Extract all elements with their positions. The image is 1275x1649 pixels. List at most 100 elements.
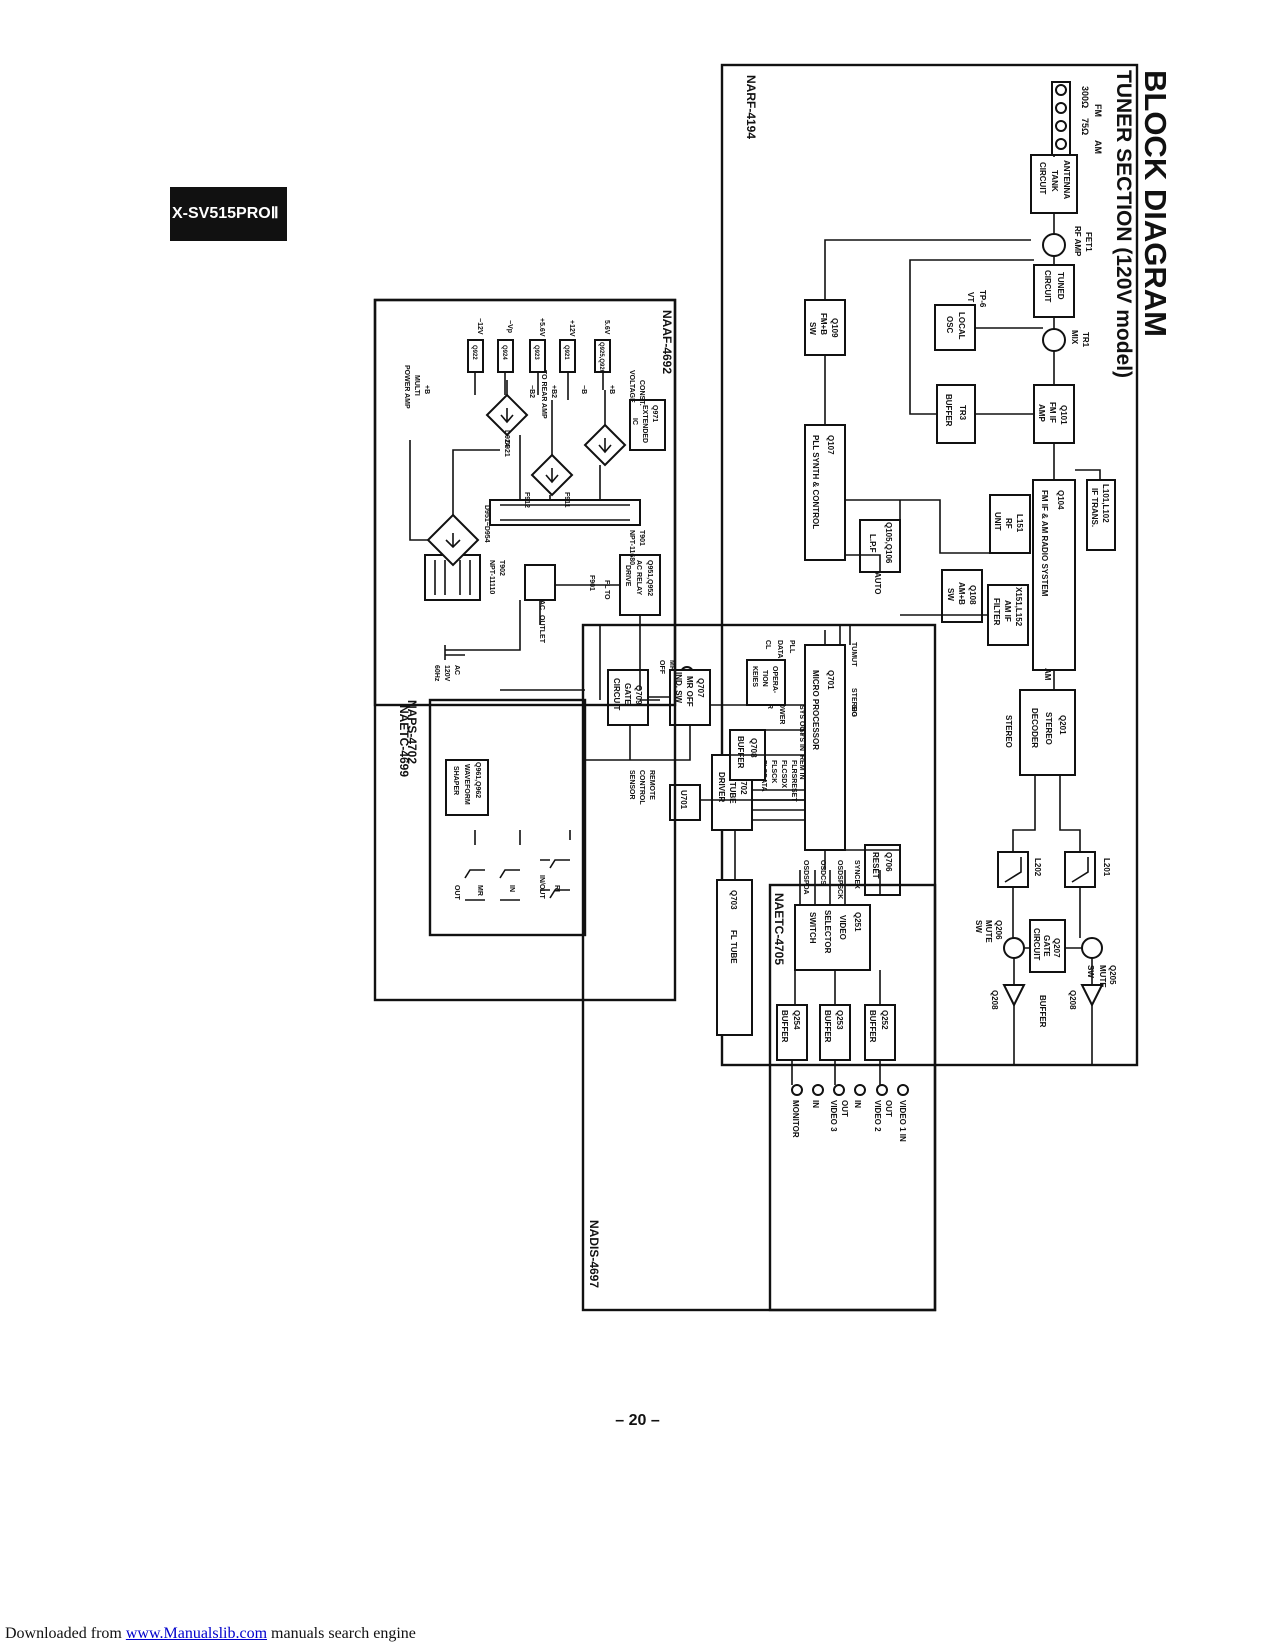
svg-text:FET1: FET1: [1084, 232, 1093, 252]
svg-text:MUTE: MUTE: [1098, 965, 1107, 988]
svg-text:TO REAR AMP: TO REAR AMP: [540, 370, 547, 419]
nadis-label: NADIS-4697: [587, 1220, 601, 1288]
fm-if-amp-block: Q101 FM IF AMP: [1033, 384, 1075, 444]
svg-text:Q951,Q952: Q951,Q952: [646, 560, 653, 596]
svg-text:+B2: +B2: [550, 385, 557, 398]
nadis-frame: [581, 623, 937, 1312]
svg-text:OUT: OUT: [453, 885, 460, 901]
svg-text:KEIES: KEIES: [751, 666, 758, 687]
svg-text:−B2: −B2: [528, 385, 535, 398]
naaf-label: NAAF-4692: [660, 310, 674, 374]
svg-text:L101,L102: L101,L102: [1101, 484, 1110, 523]
svg-text:SYS IN: SYS IN: [798, 728, 805, 751]
mute-sw-q206: [1003, 937, 1025, 959]
svg-text:AC RELAY: AC RELAY: [635, 560, 642, 595]
regulator-bank: Q925,Q926 Q921 Q923 Q924 Q922: [467, 339, 611, 374]
bridge-rectifier-1: [583, 423, 627, 467]
svg-text:BUFFER: BUFFER: [1038, 995, 1047, 1028]
video-connectors: [791, 1084, 909, 1096]
l201-filter: L201: [1064, 851, 1111, 888]
antenna-tank-block: ANTENNA TANK CIRCUIT: [1030, 154, 1078, 214]
svg-text:FLSCK: FLSCK: [770, 760, 777, 783]
svg-text:Q107: Q107: [826, 435, 835, 455]
tuned-circuit-block: TUNED CIRCUIT: [1033, 264, 1075, 318]
svg-text:MULTI: MULTI: [413, 375, 420, 396]
svg-text:OUT: OUT: [840, 1100, 849, 1117]
svg-text:Q924: Q924: [501, 345, 507, 360]
svg-text:D924: D924: [503, 430, 510, 447]
fl-tube-block: Q703 FL TUBE: [716, 879, 753, 1036]
bridge-rectifier-d951: [426, 513, 480, 567]
svg-text:TUNED: TUNED: [1056, 272, 1065, 300]
svg-text:SHAPER: SHAPER: [452, 766, 459, 795]
svg-text:U701: U701: [679, 790, 688, 810]
svg-text:REM IN: REM IN: [798, 755, 805, 780]
svg-text:CONTROL: CONTROL: [638, 770, 645, 805]
svg-text:TO: TO: [603, 590, 610, 600]
svg-text:Q207: Q207: [1052, 938, 1061, 958]
tuner-wiring: [824, 155, 1101, 1065]
svg-text:TION: TION: [761, 670, 768, 687]
svg-text:AUTO: AUTO: [873, 572, 882, 595]
svg-text:CONST.: CONST.: [638, 380, 645, 406]
svg-text:X151,L152: X151,L152: [1014, 587, 1023, 627]
svg-text:DRIVER: DRIVER: [717, 772, 726, 802]
micro-processor-block: Q701 MICRO PROCESSOR: [804, 644, 846, 851]
svg-text:MONITOR: MONITOR: [791, 1100, 800, 1138]
svg-text:Q971: Q971: [651, 405, 658, 422]
svg-text:STEREO: STEREO: [1004, 715, 1013, 748]
svg-text:IF TRANS.: IF TRANS.: [1090, 488, 1099, 527]
svg-text:VIDEO 3: VIDEO 3: [829, 1100, 838, 1132]
svg-text:L202: L202: [1033, 858, 1042, 877]
svg-text:TANK: TANK: [1050, 170, 1059, 192]
svg-text:UNIT: UNIT: [993, 512, 1002, 531]
input-300ohm: 300Ω: [1080, 86, 1090, 108]
input-75ohm: 75Ω: [1080, 118, 1090, 135]
svg-text:F901: F901: [588, 575, 595, 591]
buffer-q254-block: Q254 BUFFER: [776, 1004, 808, 1061]
buffer-q208-b: [1002, 984, 1026, 1008]
svg-text:STEREO: STEREO: [1044, 712, 1053, 745]
svg-text:−Vp: −Vp: [506, 320, 513, 333]
svg-text:TP-6: TP-6: [978, 290, 987, 308]
svg-text:IN: IN: [811, 1100, 820, 1108]
svg-text:120V: 120V: [443, 665, 450, 682]
svg-text:Q208: Q208: [990, 990, 999, 1010]
svg-text:DECODER: DECODER: [1030, 708, 1039, 748]
svg-text:Q921: Q921: [563, 345, 569, 360]
narf-label: NARF-4194: [744, 75, 758, 139]
narf-frame: [720, 63, 1139, 1067]
svg-text:POWER AMP: POWER AMP: [403, 365, 410, 409]
svg-text:60Hz: 60Hz: [433, 665, 440, 682]
svg-text:Q201: Q201: [1058, 715, 1067, 735]
svg-text:Q922: Q922: [471, 345, 477, 360]
svg-text:FM IF & AM RADIO SYSTEM: FM IF & AM RADIO SYSTEM: [1040, 490, 1049, 597]
svg-text:Q208: Q208: [1068, 990, 1077, 1010]
svg-text:RI: RI: [553, 885, 560, 892]
svg-text:FL TUBE: FL TUBE: [728, 770, 737, 804]
remote-sensor-block: U701 REMOTE CONTROL SENSOR: [628, 770, 701, 821]
svg-text:ANTENNA: ANTENNA: [1062, 160, 1071, 199]
svg-text:Q254: Q254: [792, 1010, 801, 1030]
download-footer: Downloaded from www.Manualslib.com manua…: [5, 1625, 416, 1643]
ac-inlet: AC 120V 60Hz: [433, 645, 465, 682]
naetc-4705-label: NAETC-4705: [772, 893, 786, 965]
svg-text:FLCSDX: FLCSDX: [780, 760, 787, 788]
svg-text:OPERA-: OPERA-: [771, 666, 778, 694]
bridge-rectifier-d911: [530, 453, 574, 497]
svg-text:T902: T902: [498, 560, 505, 576]
manualslib-link[interactable]: www.Manualslib.com: [125, 1625, 268, 1642]
fm-b-sw-block: Q109 FM+B SW: [804, 299, 846, 356]
svg-text:Q706: Q706: [884, 852, 893, 872]
mute-sw-q205: [1081, 937, 1103, 959]
svg-text:SENSOR: SENSOR: [628, 770, 635, 800]
naetc-4705-frame: [768, 883, 937, 1312]
svg-text:SELECTOR: SELECTOR: [823, 910, 832, 954]
svg-text:NPT-11680: NPT-11680: [628, 530, 635, 565]
mixer-tr1: [1042, 328, 1066, 352]
svg-text:MR: MR: [476, 885, 483, 896]
svg-text:RESET: RESET: [871, 852, 880, 879]
svg-text:BUFFER: BUFFER: [868, 1010, 877, 1043]
reset-block: Q706 RESET: [864, 844, 901, 896]
am-b-sw-block: Q108 AM+B SW: [941, 569, 983, 623]
